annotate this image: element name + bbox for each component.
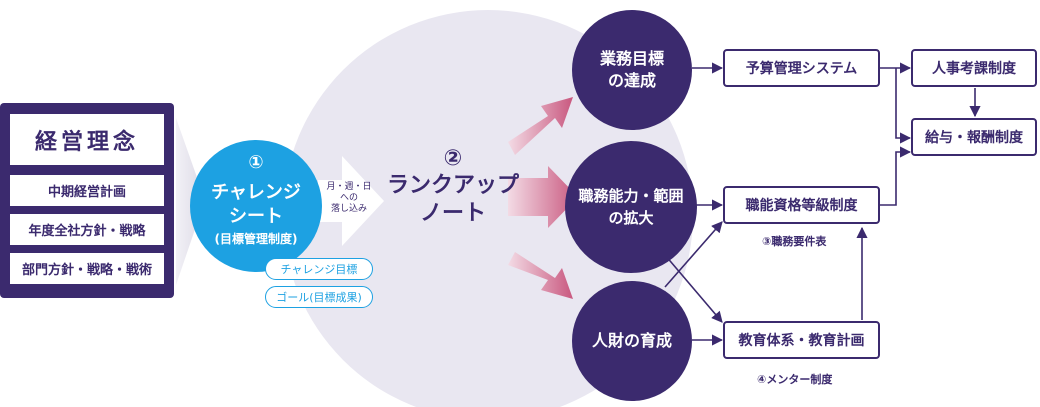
rankup-number: ② bbox=[443, 146, 463, 171]
pink-arrow-up bbox=[508, 97, 573, 155]
box-education-plan: 教育体系・教育計画 bbox=[723, 321, 880, 359]
challenge-sub: (目標管理制度) bbox=[214, 232, 298, 246]
box-salary-system: 給与・報酬制度 bbox=[911, 118, 1037, 156]
note-mentor-system: ④メンター制度 bbox=[757, 373, 833, 386]
challenge-number: ① bbox=[248, 152, 264, 173]
breakdown-text: 月・週・日 への 落し込み bbox=[314, 182, 384, 215]
circle-business-goal: 業務目標 の達成 bbox=[572, 10, 692, 130]
circle-talent-development: 人財の育成 bbox=[572, 281, 692, 401]
rankup-line1: ランクアップ bbox=[386, 173, 519, 198]
rankup-line2: ノート bbox=[419, 201, 486, 226]
breakdown-line3: 落し込み bbox=[330, 204, 367, 214]
connector-ability-education bbox=[664, 254, 723, 323]
breakdown-line2: への bbox=[339, 193, 358, 203]
challenge-line1: チャレンジ bbox=[211, 182, 301, 203]
pill-challenge-goal: チャレンジ目標 bbox=[265, 258, 373, 280]
note-job-requirements: ③職務要件表 bbox=[762, 235, 827, 248]
circle-goal-line2: の達成 bbox=[607, 71, 656, 90]
circle-ability-line2: の拡大 bbox=[608, 209, 654, 227]
circle-talent-line1: 人財の育成 bbox=[591, 331, 672, 350]
rankup-label: ② ランクアップ ノート bbox=[378, 146, 528, 228]
box-qualification-grade: 職能資格等級制度 bbox=[723, 186, 880, 224]
circle-goal-line1: 業務目標 bbox=[599, 49, 664, 68]
breakdown-line1: 月・週・日 bbox=[326, 182, 372, 192]
pill-goal-result: ゴール(目標成果) bbox=[265, 286, 373, 308]
philosophy-panel: 経営理念 中期経営計画 年度全社方針・戦略 部門方針・戦略・戦術 bbox=[0, 103, 174, 298]
box-personnel-evaluation: 人事考課制度 bbox=[911, 49, 1037, 87]
circle-job-ability: 職務能力・範囲 の拡大 bbox=[565, 141, 697, 273]
box-budget-system: 予算管理システム bbox=[723, 49, 880, 87]
connector-talent-qualification bbox=[664, 221, 723, 288]
philosophy-item-department: 部門方針・戦略・戦術 bbox=[10, 253, 164, 284]
pink-arrow-mid bbox=[508, 166, 578, 228]
challenge-line2: シート bbox=[229, 206, 283, 227]
pink-arrow-down bbox=[508, 252, 573, 299]
challenge-sheet-circle: ① チャレンジ シート (目標管理制度) bbox=[190, 140, 322, 272]
connector-budget-salary bbox=[895, 68, 912, 144]
connector-qualification-salary bbox=[880, 146, 912, 206]
philosophy-item-annual: 年度全社方針・戦略 bbox=[10, 214, 164, 245]
philosophy-title: 経営理念 bbox=[10, 114, 164, 165]
breakdown-arrow-shape bbox=[318, 156, 384, 246]
philosophy-item-midterm: 中期経営計画 bbox=[10, 175, 164, 206]
circle-ability-line1: 職務能力・範囲 bbox=[578, 187, 684, 205]
